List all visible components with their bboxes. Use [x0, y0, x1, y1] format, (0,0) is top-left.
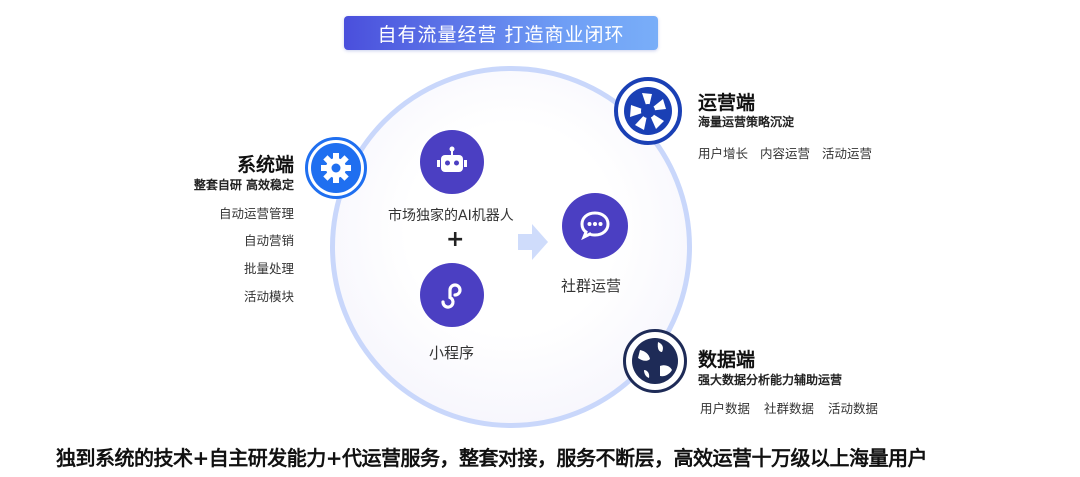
globe-icon	[623, 329, 687, 393]
mini-program-label: 小程序	[429, 344, 475, 362]
system-item: 自动营销	[243, 233, 294, 248]
gear-icon	[311, 143, 361, 193]
data-item: 用户数据	[700, 401, 751, 416]
mini-program-icon	[420, 263, 484, 327]
operation-item: 用户增长	[698, 146, 749, 161]
robot-label: 市场独家的AI机器人	[388, 208, 514, 224]
system-icon-ring	[305, 137, 367, 199]
aperture-icon	[614, 77, 682, 145]
data-item: 社群数据	[764, 401, 815, 416]
operation-item: 内容运营	[760, 146, 811, 161]
system-title: 系统端	[236, 154, 294, 176]
operation-items: 用户增长内容运营活动运营	[698, 143, 872, 162]
arrow-icon	[518, 222, 550, 266]
chat-icon	[562, 193, 628, 259]
data-subtitle: 强大数据分析能力辅助运营	[698, 373, 843, 387]
operation-subtitle: 海量运营策略沉淀	[698, 115, 795, 129]
system-item: 活动模块	[243, 289, 294, 304]
plus-sign: +	[446, 227, 465, 252]
operation-title: 运营端	[698, 92, 756, 114]
community-label: 社群运营	[561, 277, 622, 295]
footer-slogan: 独到系统的技术+自主研发能力+代运营服务，整套对接，服务不断层，高效运营十万级以…	[56, 446, 928, 470]
banner-title: 自有流量经营 打造商业闭环	[344, 16, 658, 50]
data-items: 用户数据社群数据活动数据	[700, 398, 878, 417]
system-subtitle: 整套自研 高效稳定	[193, 178, 294, 192]
data-title: 数据端	[698, 349, 756, 371]
robot-icon	[420, 130, 484, 194]
data-item: 活动数据	[828, 401, 879, 416]
system-item: 自动运营管理	[218, 206, 294, 221]
system-item: 批量处理	[243, 261, 294, 276]
operation-item: 活动运营	[822, 146, 873, 161]
